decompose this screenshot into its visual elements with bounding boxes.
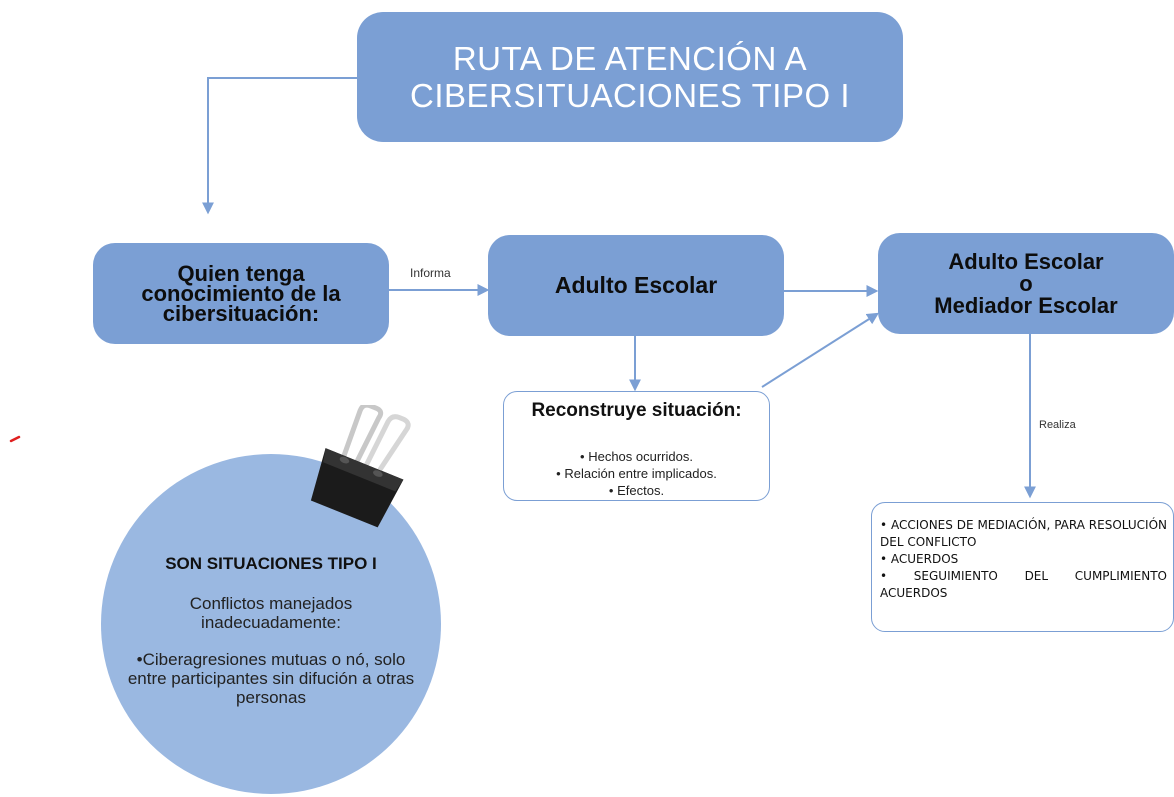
node-adulto-escolar: Adulto Escolar <box>488 235 784 336</box>
reconstruye-situacion-card: Reconstruye situación: • Hechos ocurrido… <box>503 391 770 501</box>
reconstruye-to-mediador-arrow <box>761 312 880 388</box>
node-adulto-label: Adulto Escolar <box>554 272 718 298</box>
acciones-list: • ACCIONES DE MEDIACIÓN, PARA RESOLUCIÓN… <box>880 517 1167 602</box>
node-quien-tenga-conocimiento: Quien tenga conocimiento de la cibersitu… <box>93 243 389 344</box>
acciones-card: • ACCIONES DE MEDIACIÓN, PARA RESOLUCIÓN… <box>871 502 1174 632</box>
acciones-item: • ACCIONES DE MEDIACIÓN, PARA RESOLUCIÓN… <box>880 518 1167 549</box>
binder-clip-icon <box>310 405 411 528</box>
diagram-title: RUTA DE ATENCIÓN A CIBERSITUACIONES TIPO… <box>357 12 903 142</box>
title-line-2: CIBERSITUACIONES TIPO I <box>410 77 850 114</box>
acciones-item: • ACUERDOS <box>880 552 959 566</box>
reconstruye-item: • Efectos. <box>608 483 665 498</box>
circle-title: SON SITUACIONES TIPO I <box>165 554 377 573</box>
title-to-quien-arrow <box>202 77 357 215</box>
reconstruye-item: • Hechos ocurridos. <box>580 449 693 464</box>
edge-label-informa: Informa <box>410 266 451 280</box>
reconstruye-title: Reconstruye situación: <box>531 400 742 421</box>
acciones-item: • SEGUIMIENTO DEL CUMPLIMIENTO ACUERDOS <box>880 569 1167 600</box>
node-quien-label: Quien tenga conocimiento de la cibersitu… <box>141 260 341 326</box>
node-mediador-line-1: Adulto Escolar <box>948 248 1104 274</box>
title-line-1: RUTA DE ATENCIÓN A <box>452 40 808 77</box>
reconstruye-item: • Relación entre implicados. <box>556 466 717 481</box>
edge-label-realiza: Realiza <box>1039 419 1076 431</box>
circle-subtitle: Conflictos manejados inadecuadamente: <box>189 594 353 632</box>
circle-body: •Ciberagresiones mutuas o nó, solo entre… <box>127 650 415 707</box>
red-stray-mark <box>9 435 21 443</box>
reconstruye-list: • Hechos ocurridos. • Relación entre imp… <box>504 448 769 499</box>
node-mediador-line-2: o <box>1019 270 1033 296</box>
node-mediador-line-3: Mediador Escolar <box>934 292 1118 318</box>
node-mediador-escolar: Adulto Escolar o Mediador Escolar <box>878 233 1174 334</box>
